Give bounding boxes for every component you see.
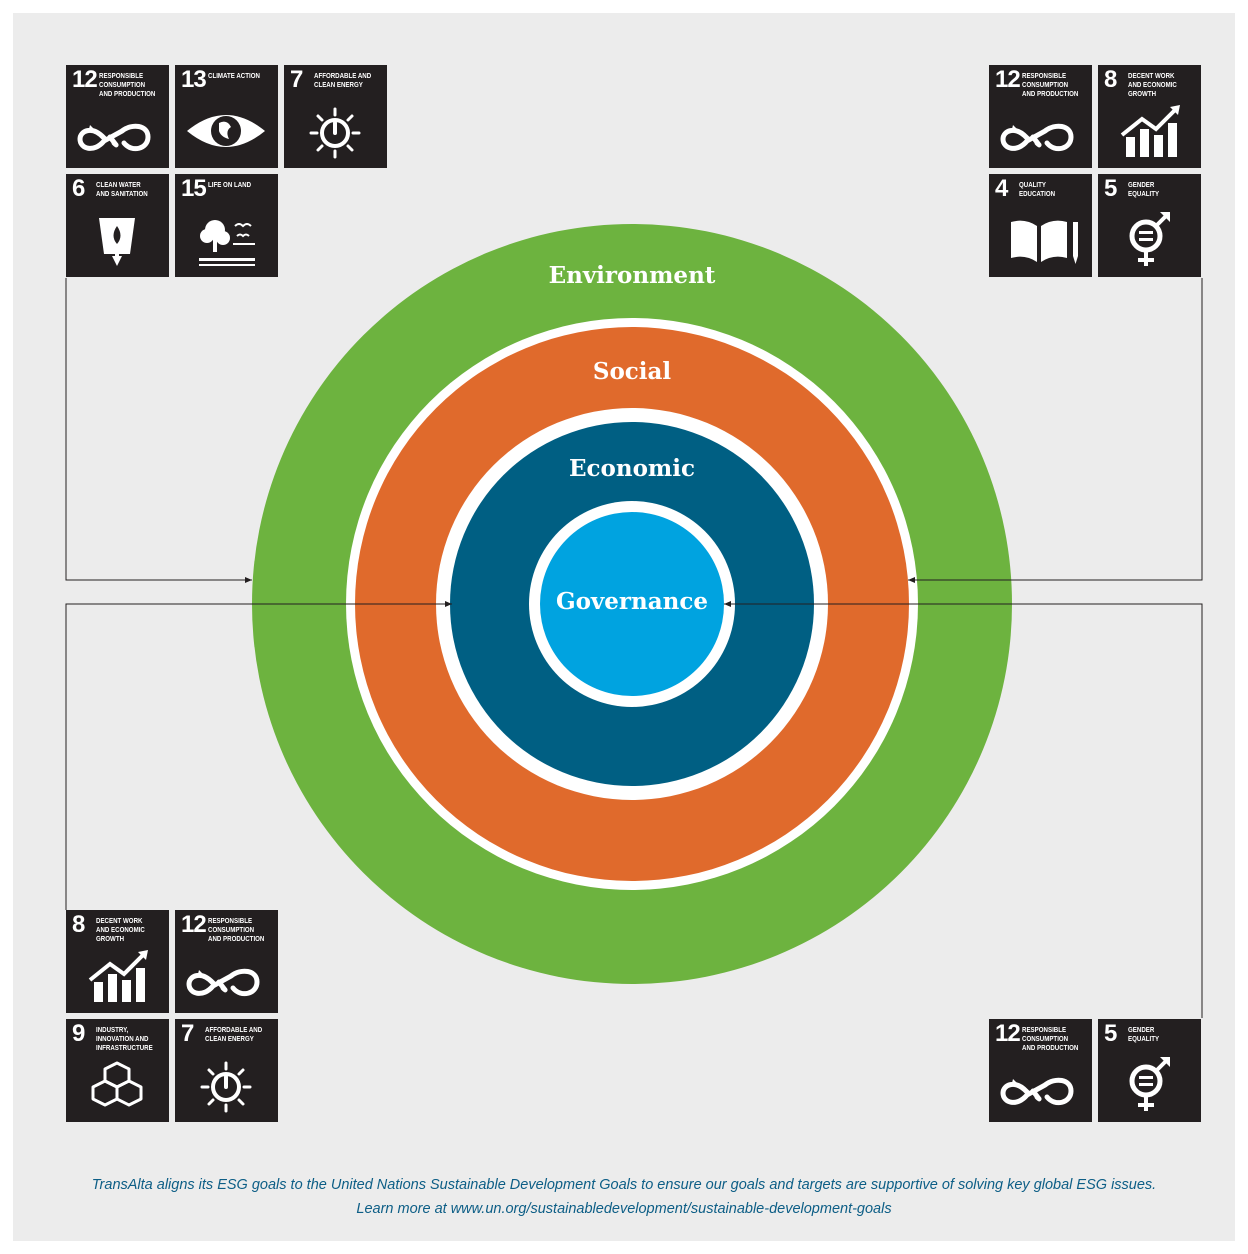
- growth-chart-icon: [88, 950, 148, 1002]
- sdg-number: 12: [995, 1020, 1021, 1047]
- sdg-tile: 8 Decent work and economic growth: [66, 910, 169, 1013]
- sdg-tile: 9 Industry, innovation and infrastructure: [66, 1019, 169, 1122]
- sdg-label: Affordable and clean energy: [205, 1025, 263, 1043]
- sun-power-icon: [200, 1061, 252, 1113]
- sdg-number: 6: [72, 175, 85, 202]
- sdg-label: Decent work and economic growth: [96, 916, 145, 943]
- sdg-label: Decent work and economic growth: [1128, 71, 1177, 98]
- sdg-number: 12: [72, 66, 98, 93]
- tree-birds-icon: [199, 220, 255, 266]
- book-pencil-icon: [1011, 220, 1078, 264]
- economic-connector: [65, 601, 452, 910]
- infinity-icon: [1000, 123, 1074, 152]
- sun-power-icon: [309, 107, 361, 159]
- sdg-label: Climate action: [208, 71, 260, 80]
- sdg-tile: 12Responsible consumption and production: [66, 65, 169, 168]
- sdg-label: Life on land: [208, 180, 252, 189]
- sdg-tile: 12Responsible consumption and production: [175, 910, 278, 1013]
- infinity-icon: [186, 968, 260, 997]
- gender-equality-icon: [1129, 212, 1170, 266]
- sdg-tile: 12Responsible consumption and production: [989, 65, 1092, 168]
- sdg-number: 12: [181, 911, 207, 938]
- sdg-label: Responsible consumption and production: [1022, 1025, 1079, 1052]
- infinity-icon: [77, 123, 151, 152]
- infinity-icon: [1000, 1077, 1074, 1106]
- sdg-label: Gender equality: [1128, 1025, 1160, 1043]
- water-glass-icon: [99, 218, 135, 266]
- governance-connector: [724, 601, 1203, 1018]
- sdg-tile: 8 Decent work and economic growth: [1098, 65, 1201, 168]
- sdg-number: 5: [1104, 1020, 1117, 1047]
- sdg-number: 4: [995, 175, 1008, 202]
- gender-equality-icon: [1129, 1057, 1170, 1111]
- sdg-tile: 5 Gender equality: [1098, 1019, 1201, 1122]
- sdg-number: 12: [995, 66, 1021, 93]
- sdg-label: Responsible consumption and production: [99, 71, 156, 98]
- sdg-label: Responsible consumption and production: [208, 916, 265, 943]
- sdg-number: 8: [1104, 66, 1117, 93]
- growth-chart-icon: [1120, 105, 1180, 157]
- environment-connector: [65, 278, 252, 583]
- sdg-number: 9: [72, 1020, 85, 1047]
- sdg-number: 15: [181, 175, 207, 202]
- sdg-number: 7: [181, 1020, 194, 1047]
- eye-globe-icon: [187, 115, 265, 147]
- sdg-tile: 4 Quality education: [989, 174, 1092, 277]
- cubes-icon: [91, 1061, 143, 1107]
- governance-core: [540, 512, 724, 696]
- sdg-number: 13: [181, 66, 207, 93]
- sdg-tile: 6 Clean water and sanitation: [66, 174, 169, 277]
- sdg-label: Quality education: [1019, 180, 1056, 198]
- caption-line-2: Learn more at www.un.org/sustainabledeve…: [356, 1201, 892, 1217]
- sdg-label: Gender equality: [1128, 180, 1160, 198]
- sdg-number: 5: [1104, 175, 1117, 202]
- sdg-tile: 5 Gender equality: [1098, 174, 1201, 277]
- social-connector: [908, 278, 1203, 583]
- sdg-tile: 7 Affordable and clean energy: [175, 1019, 278, 1122]
- sdg-tile: 7 Affordable and clean energy: [284, 65, 387, 168]
- sdg-label: Industry, innovation and infrastructure: [96, 1025, 153, 1052]
- sdg-number: 7: [290, 66, 303, 93]
- sdg-label: Clean water and sanitation: [96, 180, 148, 198]
- sdg-tile: 13Climate action: [175, 65, 278, 168]
- sdg-label: Responsible consumption and production: [1022, 71, 1079, 98]
- social-label: Social: [592, 358, 672, 385]
- sdg-tile: 12Responsible consumption and production: [989, 1019, 1092, 1122]
- environment-label: Environment: [548, 262, 716, 289]
- sdg-number: 8: [72, 911, 85, 938]
- caption-line-1: TransAlta aligns its ESG goals to the Un…: [91, 1177, 1157, 1193]
- sdg-label: Affordable and clean energy: [314, 71, 372, 89]
- economic-label: Economic: [568, 455, 696, 482]
- sdg-tile: 15Life on land: [175, 174, 278, 277]
- governance-label: Governance: [555, 588, 709, 615]
